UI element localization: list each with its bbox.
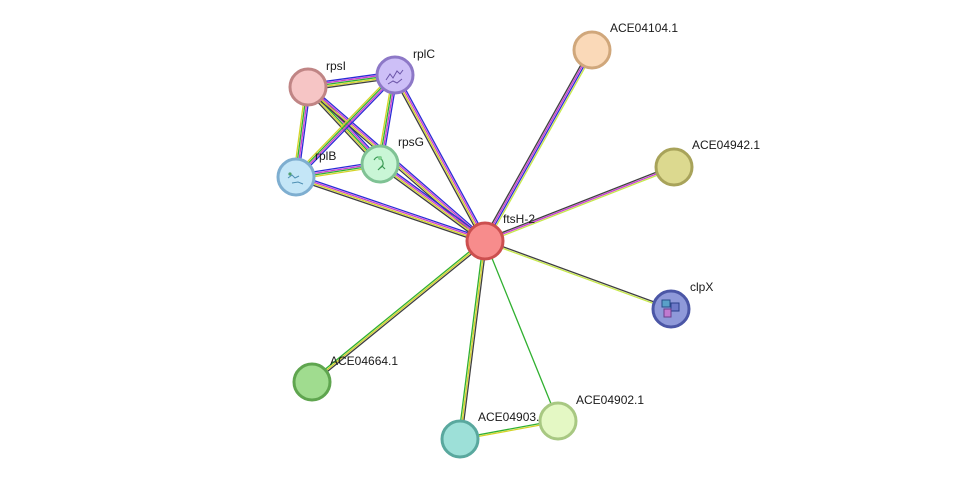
edge-rplc-ftsh-2[interactable] [392,73,488,243]
node-ace04903-1[interactable]: ACE04903.1 [440,410,546,459]
node-rpsg-label: rpsG [398,135,424,149]
edge-evidence-line [311,240,486,383]
edge-ace04942-1-ftsh-2[interactable] [484,164,675,244]
node-ftsh-2-label: ftsH-2 [503,212,535,226]
node-rplc-label: rplC [413,47,435,61]
node-ace04902-1-label: ACE04902.1 [576,393,644,407]
edge-evidence-line [396,73,488,241]
node-ace04942-1-label: ACE04942.1 [692,138,760,152]
edge-evidence-line [378,165,484,244]
node-ace04104-1-circle[interactable] [572,30,612,70]
node-ace04664-1-label: ACE04664.1 [330,354,398,368]
edge-evidence-line [295,177,485,243]
node-ftsh-2[interactable]: ftsH-2 [465,212,535,261]
edge-evidence-line [310,239,485,382]
edge-evidence-line [297,76,398,180]
node-rpsi[interactable]: rpsI [288,59,346,107]
edge-evidence-line [486,50,595,243]
node-ace04664-1[interactable]: ACE04664.1 [292,354,398,402]
edge-ace04902-1-ftsh-2[interactable] [484,240,559,422]
edge-evidence-line [392,75,484,243]
node-ace04902-1-circle[interactable] [538,401,578,441]
edge-evidence-line [484,164,674,241]
protein-structure-icon [287,172,304,185]
edge-evidence-line [485,167,675,244]
edge-evidence-line [459,240,486,440]
node-clpx-label: clpX [690,280,713,294]
node-rplb-label: rplB [315,149,336,163]
edge-ace04664-1-ftsh-2[interactable] [310,239,487,384]
edge-ace04104-1-ftsh-2[interactable] [482,48,595,243]
edge-rplc-rplb[interactable] [293,72,398,180]
edge-evidence-line [379,164,485,243]
node-rpsi-label: rpsI [326,59,346,73]
edge-evidence-line [393,75,485,242]
edge-evidence-line [485,239,672,309]
node-ace04902-1[interactable]: ACE04902.1 [538,393,644,441]
edge-evidence-line [395,74,487,241]
node-rplc[interactable]: rplC [375,47,435,95]
node-ace04664-1-circle[interactable] [292,362,332,402]
edge-evidence-line [380,162,486,241]
node-rpsi-circle[interactable] [288,67,328,107]
edge-evidence-line [485,50,594,242]
edge-evidence-line [296,175,486,241]
edge-evidence-line [295,178,485,244]
node-rpsg-circle[interactable] [360,144,400,184]
node-ace04942-1-circle[interactable] [654,147,694,187]
node-ace04104-1[interactable]: ACE04104.1 [572,21,678,70]
edge-evidence-line [484,241,671,311]
node-ftsh-2-circle[interactable] [465,221,505,261]
node-rpsg[interactable]: rpsG [360,135,424,184]
edge-evidence-line [381,161,487,240]
edge-evidence-line [296,174,486,240]
edge-evidence-line [294,73,395,177]
edge-clpx-ftsh-2[interactable] [484,239,672,311]
edge-evidence-line [312,241,487,384]
edge-evidence-line [293,72,394,176]
edge-ace04903-1-ftsh-2[interactable] [457,240,488,440]
edge-evidence-line [482,48,591,241]
node-ace04942-1[interactable]: ACE04942.1 [654,138,760,187]
protein-structure-icon [373,156,386,171]
node-ace04903-1-label: ACE04903.1 [478,410,546,424]
edge-evidence-line [484,166,675,242]
node-rplb[interactable]: rplB [276,149,336,197]
node-clpx[interactable]: clpX [651,280,713,329]
edge-evidence-line [457,240,485,439]
protein-structure-icon [385,69,404,85]
edge-evidence-line [296,75,397,179]
edge-evidence-line [484,240,559,422]
protein-structure-icon [661,299,680,318]
edge-evidence-line [460,241,488,440]
node-ace04903-1-circle[interactable] [440,419,480,459]
node-ace04104-1-label: ACE04104.1 [610,21,678,35]
nodes-layer: ftsH-2 rpsI rplC rpsG [276,21,760,459]
edge-rpsg-ftsh-2[interactable] [378,161,487,244]
edge-evidence-line [483,49,592,241]
edge-rplb-ftsh-2[interactable] [295,174,486,244]
